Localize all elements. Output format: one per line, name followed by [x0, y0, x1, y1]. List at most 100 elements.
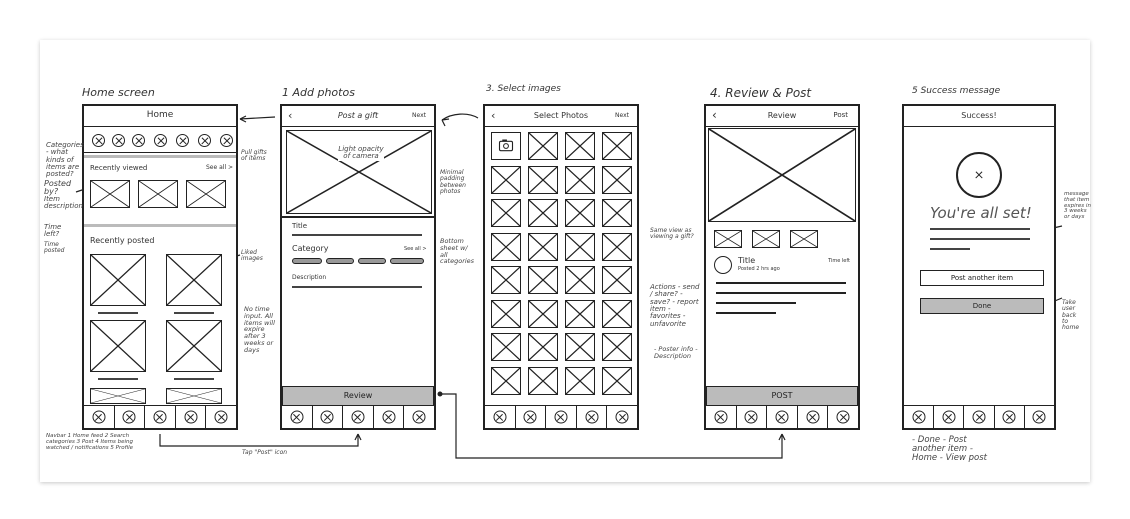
- photo-thumbnail[interactable]: [528, 199, 558, 227]
- camera-icon[interactable]: [491, 132, 521, 160]
- category-icon[interactable]: [198, 134, 211, 147]
- nav-notifications-icon[interactable]: [806, 410, 820, 424]
- nav-search-icon[interactable]: [320, 410, 334, 424]
- recently-posted-item[interactable]: [166, 254, 222, 306]
- review-button[interactable]: Review: [282, 386, 434, 406]
- next-button[interactable]: Next: [615, 112, 629, 119]
- recently-posted-item[interactable]: [166, 320, 222, 372]
- nav-search-icon[interactable]: [523, 410, 537, 424]
- nav-search-icon[interactable]: [942, 410, 956, 424]
- photo-thumbnail[interactable]: [528, 333, 558, 361]
- photo-thumbnail[interactable]: [491, 165, 521, 194]
- nav-notifications-icon[interactable]: [585, 410, 599, 424]
- next-button[interactable]: Next: [412, 112, 426, 119]
- category-chip[interactable]: [358, 258, 386, 264]
- category-icon[interactable]: [132, 134, 145, 147]
- photo-thumbnail[interactable]: [528, 299, 558, 328]
- recently-posted-item[interactable]: [90, 320, 146, 372]
- photo-placeholder[interactable]: [286, 130, 432, 214]
- nav-post-icon[interactable]: [153, 410, 167, 424]
- nav-home-icon[interactable]: [912, 410, 926, 424]
- nav-home-icon[interactable]: [714, 410, 728, 424]
- post-another-button[interactable]: Post another item: [920, 270, 1044, 286]
- photo-thumbnail[interactable]: [528, 132, 558, 160]
- photo-thumbnail[interactable]: [602, 266, 632, 294]
- category-row[interactable]: [84, 130, 236, 153]
- back-icon[interactable]: ‹: [491, 109, 496, 122]
- back-icon[interactable]: ‹: [288, 109, 293, 122]
- category-icon[interactable]: [220, 134, 233, 147]
- nav-profile-icon[interactable]: [615, 410, 629, 424]
- nav-post-icon[interactable]: [554, 410, 568, 424]
- title-input[interactable]: [292, 234, 422, 236]
- thumbnail[interactable]: [752, 230, 780, 248]
- nav-profile-icon[interactable]: [412, 410, 426, 424]
- photo-thumbnail[interactable]: [565, 366, 595, 395]
- photo-thumbnail[interactable]: [602, 199, 632, 227]
- recently-viewed-item[interactable]: [186, 180, 226, 208]
- post-button[interactable]: POST: [706, 386, 858, 406]
- photo-thumbnail[interactable]: [491, 333, 521, 361]
- photo-thumbnail[interactable]: [565, 299, 595, 328]
- nav-post-icon[interactable]: [775, 410, 789, 424]
- photo-thumbnail[interactable]: [602, 333, 632, 361]
- photo-thumbnail[interactable]: [565, 333, 595, 361]
- category-icon[interactable]: [154, 134, 167, 147]
- category-see-all[interactable]: See all >: [404, 246, 427, 252]
- recently-viewed-item[interactable]: [90, 180, 130, 208]
- see-all-link[interactable]: See all >: [206, 164, 234, 171]
- photo-thumbnail[interactable]: [565, 199, 595, 227]
- recently-viewed-item[interactable]: [138, 180, 178, 208]
- photo-thumbnail[interactable]: [491, 199, 521, 227]
- category-icon[interactable]: [176, 134, 189, 147]
- done-button[interactable]: Done: [920, 298, 1044, 314]
- nav-post-icon[interactable]: [351, 410, 365, 424]
- photo-thumbnail[interactable]: [602, 165, 632, 194]
- category-chip[interactable]: [292, 258, 322, 264]
- photo-thumbnail[interactable]: [602, 132, 632, 160]
- photo-thumbnail[interactable]: [565, 165, 595, 194]
- category-chip[interactable]: [390, 258, 424, 264]
- nav-home-icon[interactable]: [290, 410, 304, 424]
- photo-thumbnail[interactable]: [602, 299, 632, 328]
- photo-thumbnail[interactable]: [602, 232, 632, 261]
- thumbnail[interactable]: [790, 230, 818, 248]
- photo-thumbnail[interactable]: [491, 366, 521, 395]
- photo-thumbnail[interactable]: [528, 232, 558, 261]
- nav-notifications-icon[interactable]: [184, 410, 198, 424]
- nav-post-icon[interactable]: [972, 410, 986, 424]
- note-done-options: - Done - Post another item - Home - View…: [912, 435, 987, 463]
- nav-search-icon[interactable]: [122, 410, 136, 424]
- post-link[interactable]: Post: [833, 111, 848, 119]
- photo-thumbnail[interactable]: [602, 366, 632, 395]
- recently-posted-item[interactable]: [90, 388, 146, 404]
- nav-home-icon[interactable]: [92, 410, 106, 424]
- nav-home-icon[interactable]: [493, 410, 507, 424]
- category-icon[interactable]: [112, 134, 125, 147]
- note-message-expires: message that item expires in 3 weeks or …: [1064, 191, 1091, 221]
- recently-posted-item[interactable]: [166, 388, 222, 404]
- photo-thumbnail[interactable]: [565, 132, 595, 160]
- nav-profile-icon[interactable]: [1032, 410, 1046, 424]
- nav-profile-icon[interactable]: [836, 410, 850, 424]
- photo-thumbnail[interactable]: [528, 165, 558, 194]
- photo-thumbnail[interactable]: [491, 299, 521, 328]
- category-icon[interactable]: [92, 134, 105, 147]
- thumbnail[interactable]: [714, 230, 742, 248]
- photo-grid: [489, 132, 635, 400]
- nav-notifications-icon[interactable]: [1002, 410, 1016, 424]
- photo-thumbnail[interactable]: [528, 366, 558, 395]
- description-input[interactable]: [292, 286, 422, 288]
- photo-thumbnail[interactable]: [491, 232, 521, 261]
- photo-thumbnail[interactable]: [565, 232, 595, 261]
- photo-thumbnail[interactable]: [528, 266, 558, 294]
- photo-thumbnail[interactable]: [565, 266, 595, 294]
- nav-search-icon[interactable]: [744, 410, 758, 424]
- recently-viewed-label: Recently viewed: [90, 164, 148, 172]
- category-chip[interactable]: [326, 258, 354, 264]
- recently-posted-item[interactable]: [90, 254, 146, 306]
- photo-thumbnail[interactable]: [491, 266, 521, 294]
- nav-profile-icon[interactable]: [214, 410, 228, 424]
- nav-notifications-icon[interactable]: [382, 410, 396, 424]
- back-icon[interactable]: ‹: [712, 108, 717, 122]
